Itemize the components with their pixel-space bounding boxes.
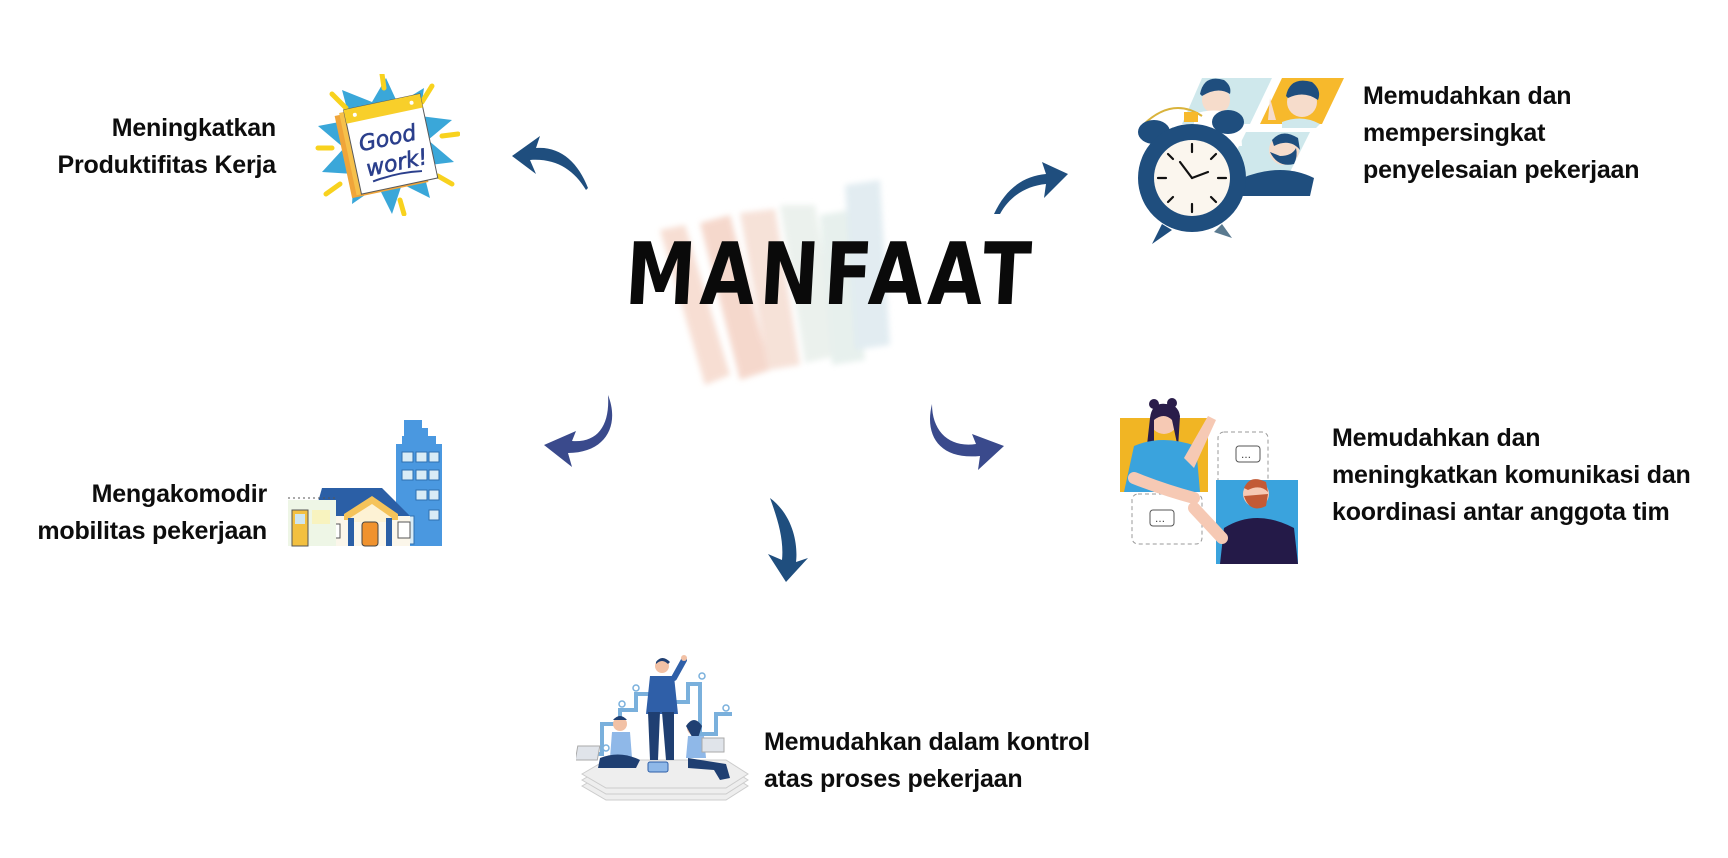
benefit-communication-label: Memudahkan dan meningkatkan komunikasi d… (1332, 420, 1691, 531)
arrow-down-icon (764, 496, 812, 584)
arrow-down-right-icon (926, 400, 1006, 472)
svg-text:…: … (1241, 450, 1251, 461)
alarm-clock-team-icon (1132, 66, 1352, 248)
label-line: Mengakomodir (91, 480, 268, 508)
label-line: Memudahkan dan (1363, 82, 1572, 110)
label-line: Memudahkan dalam kontrol (764, 728, 1090, 756)
benefit-productivity-label: Meningkatkan Produktifitas Kerja (57, 110, 277, 184)
team-workflow-icon (576, 654, 752, 812)
label-line: koordinasi antar anggota tim (1332, 498, 1670, 526)
label-line: atas proses pekerjaan (764, 765, 1023, 793)
page-title: MANFAAT (622, 225, 1039, 325)
svg-text:…: … (1155, 514, 1165, 525)
label-line: Meningkatkan (111, 114, 277, 142)
video-chat-team-icon: … … (1114, 398, 1310, 570)
label-line: mempersingkat (1363, 119, 1546, 147)
houses-buildings-icon (286, 410, 468, 550)
label-line: Produktifitas Kerja (57, 151, 277, 179)
benefit-process-control-label: Memudahkan dalam kontrol atas proses pek… (764, 724, 1090, 798)
svg-text:Good: Good (357, 121, 420, 158)
benefit-mobility-label: Mengakomodir mobilitas pekerjaan (37, 476, 267, 550)
label-line: Memudahkan dan (1332, 424, 1541, 452)
label-line: penyelesaian pekerjaan (1363, 156, 1640, 184)
label-line: meningkatkan komunikasi dan (1332, 461, 1691, 489)
benefit-shorten-completion-label: Memudahkan dan mempersingkat penyelesaia… (1363, 78, 1640, 189)
good-work-calendar-icon: Good work! (312, 74, 460, 216)
label-line: mobilitas pekerjaan (37, 517, 267, 545)
arrow-down-left-icon (540, 395, 616, 467)
arrow-up-left-icon (508, 130, 588, 196)
watercolor-brush-background (640, 175, 940, 390)
arrow-up-right-icon (992, 152, 1072, 216)
